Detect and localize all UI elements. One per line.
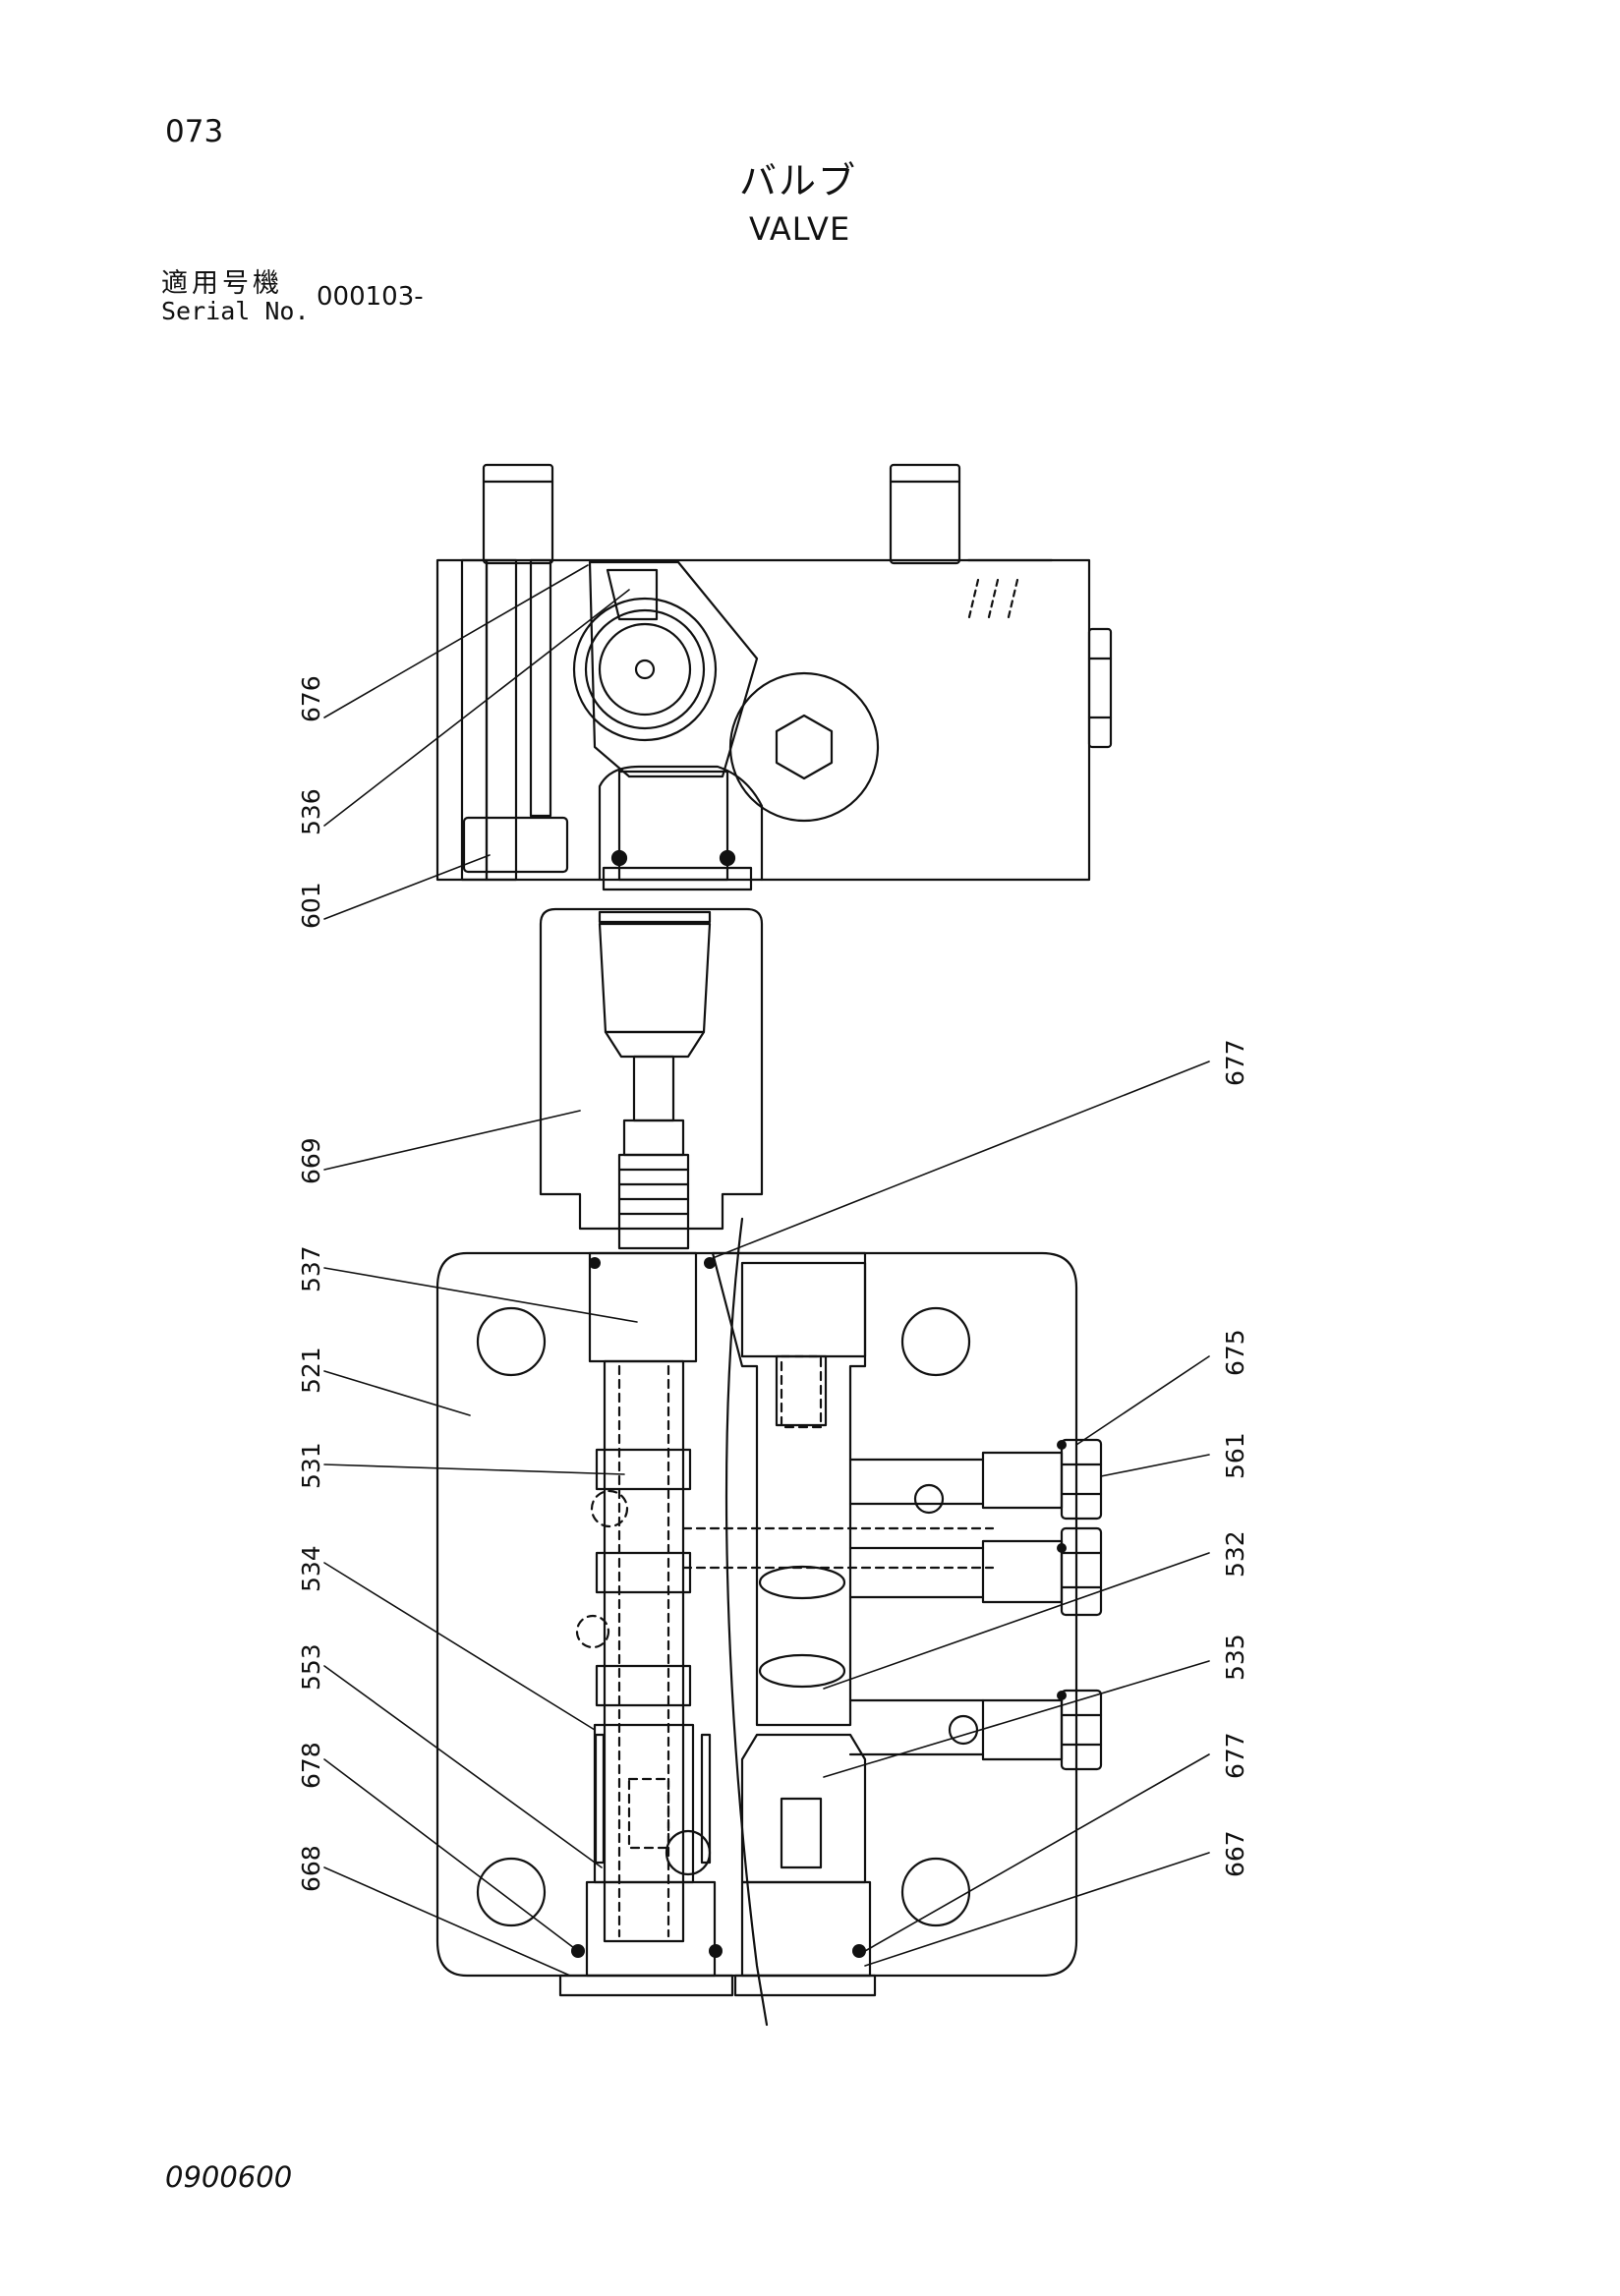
callout-532: 532	[1221, 1530, 1249, 1578]
drawing-number: 0900600	[165, 2160, 293, 2194]
valve-body	[435, 1217, 1103, 2027]
serial-number-value: 000103-	[317, 282, 424, 312]
serial-label-japanese: 適用号機	[161, 268, 283, 299]
callout-669: 669	[297, 1137, 325, 1184]
callout-677-lower: 677	[1221, 1732, 1249, 1779]
callout-534: 534	[297, 1545, 325, 1592]
callout-676: 676	[297, 675, 325, 722]
callout-601: 601	[297, 882, 325, 929]
callout-667: 667	[1221, 1830, 1249, 1877]
adapter-block	[539, 907, 764, 1250]
callout-561: 561	[1221, 1432, 1249, 1479]
callouts-right: 677 675 561 532 535 677 667	[1221, 1039, 1249, 1877]
callout-531: 531	[297, 1442, 325, 1489]
leader-lines	[323, 564, 1210, 1977]
callout-535: 535	[1221, 1634, 1249, 1681]
title-japanese: バルブ	[739, 159, 858, 202]
callout-521: 521	[297, 1347, 325, 1394]
callout-677-upper: 677	[1221, 1039, 1249, 1086]
valve-head	[435, 463, 1113, 891]
page-number: 073	[165, 114, 224, 149]
callout-675: 675	[1221, 1329, 1249, 1376]
title-english: VALVE	[749, 210, 851, 248]
callout-678: 678	[297, 1742, 325, 1789]
callout-668: 668	[297, 1845, 325, 1892]
callouts-left: 676 536 601 669 537 521 531 534 553 678 …	[297, 675, 325, 1892]
serial-label-english: Serial No.	[161, 297, 310, 325]
callout-537: 537	[297, 1245, 325, 1292]
callout-553: 553	[297, 1643, 325, 1691]
callout-536: 536	[297, 788, 325, 835]
